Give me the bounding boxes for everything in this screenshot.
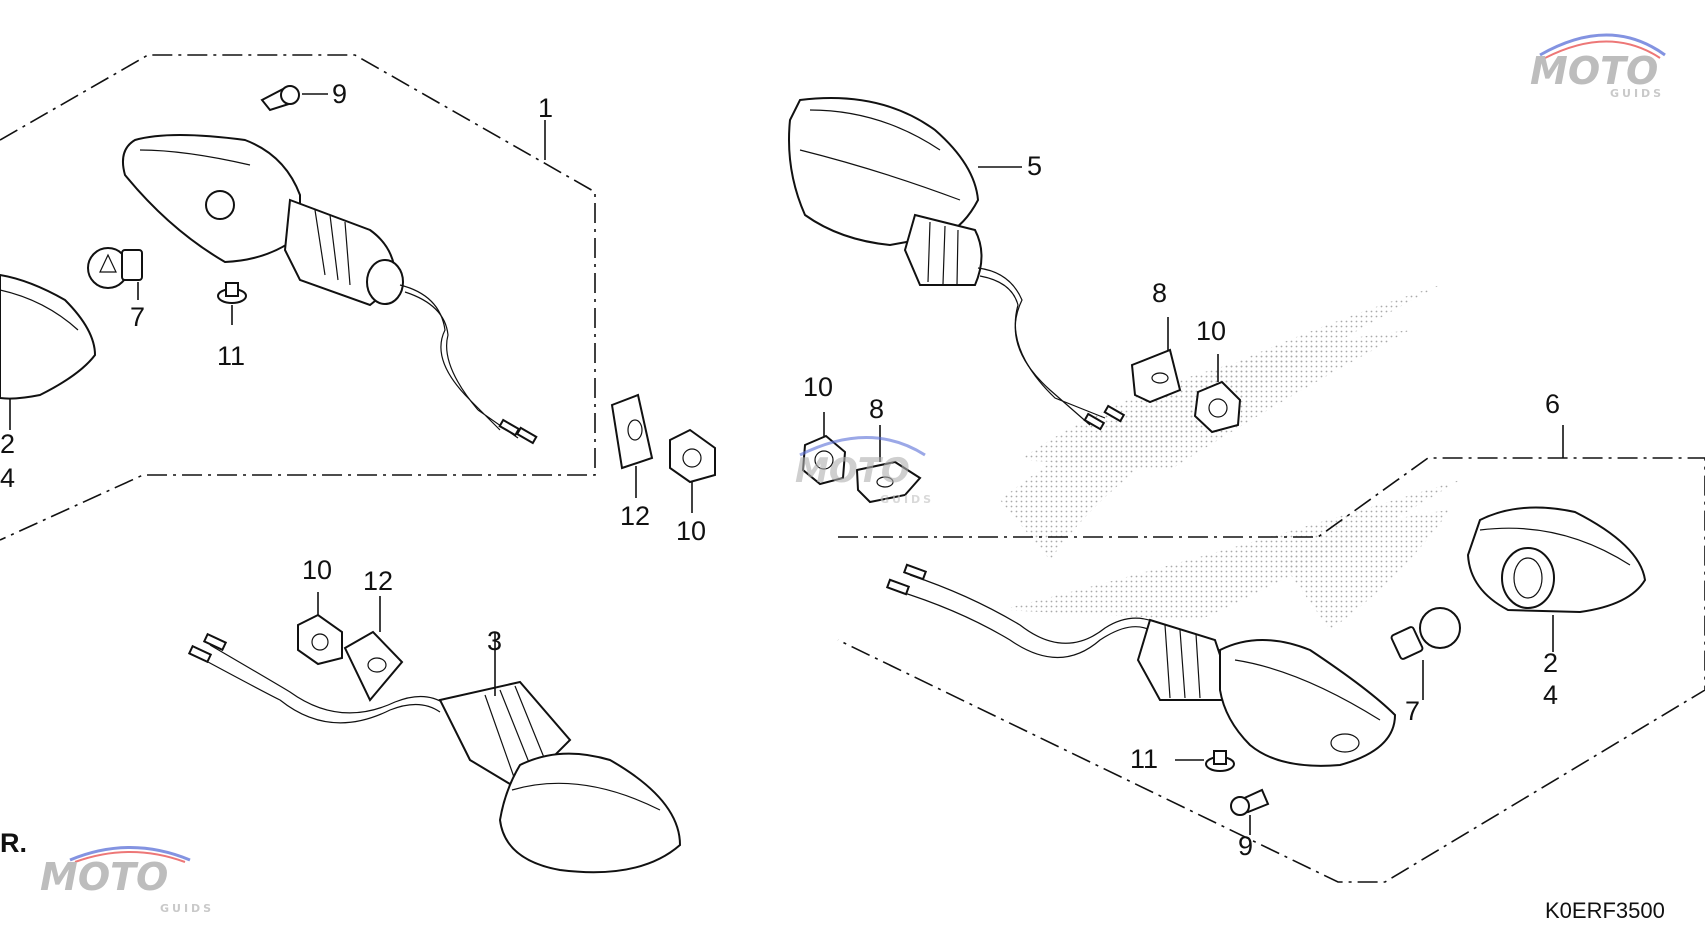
screw-left [260,85,328,112]
callout-7-right: 7 [1405,696,1420,726]
watermark-sub-text: GUIDS [1610,87,1664,100]
watermark-brand-text: MOTO [40,855,168,899]
bracket-center [855,425,922,504]
screw-right [1230,788,1270,835]
turn-signal-left-assembly [122,134,538,445]
callout-9-right: 9 [1238,831,1253,861]
turn-signal-bottom-assembly [187,632,682,874]
assembly-boundary-right [837,457,1705,883]
bulb-right [1390,607,1461,700]
flange-nut-top-right [1193,354,1242,434]
bulb-left [87,247,143,300]
callout-7-left: 7 [130,302,145,332]
brand-watermark-center: MOTO GUIDS [795,436,934,506]
flange-nut-mid [669,428,716,513]
turn-signal-right-assembly [885,563,1397,767]
drawing-code: K0ERF3500 [1545,898,1665,923]
callout-9-left: 9 [332,79,347,109]
callout-10-center: 10 [803,372,833,402]
watermark-sub-text: GUIDS [160,902,214,915]
dotted-wing-watermark [1000,285,1460,630]
callout-8-top: 8 [1152,278,1167,308]
callout-4-right: 4 [1543,680,1558,710]
watermark-brand-text: MOTO [1530,49,1658,93]
watermark-brand-text: MOTO [795,451,910,491]
callout-11-right: 11 [1130,744,1158,774]
callout-10-bottom: 10 [302,555,332,585]
mounting-plate-mid [610,393,654,498]
brand-watermark-top-right: MOTO GUIDS [1530,33,1666,100]
callout-2-left: 2 [0,429,15,459]
callout-4-left: 4 [0,463,15,493]
watermark-sub-text: GUIDS [880,493,934,506]
nut-right [1175,750,1235,772]
mounting-plate-bottom [343,596,404,702]
callout-2-right: 2 [1543,648,1558,678]
callout-3: 3 [487,626,502,656]
callout-1: 1 [538,93,553,123]
callout-8-center: 8 [869,394,884,424]
callout-11-left: 11 [217,341,245,371]
lens-right [1466,506,1647,652]
callout-12-bottom: 12 [363,566,393,596]
flange-nut-bottom [297,592,343,666]
callout-6: 6 [1545,389,1560,419]
nut-left [217,282,247,325]
front-direction-label: R. [0,828,27,858]
assembly-boundary-left [0,54,596,541]
brand-watermark-bottom-left: MOTO GUIDS [40,846,214,915]
callout-10-top: 10 [1196,316,1226,346]
callout-12-mid: 12 [620,501,650,531]
bracket-top-right [1130,317,1182,404]
lens-left-partial [0,273,97,430]
turn-signal-top-right-assembly [788,97,1126,431]
callout-5: 5 [1027,151,1042,181]
callout-10-mid: 10 [676,516,706,546]
